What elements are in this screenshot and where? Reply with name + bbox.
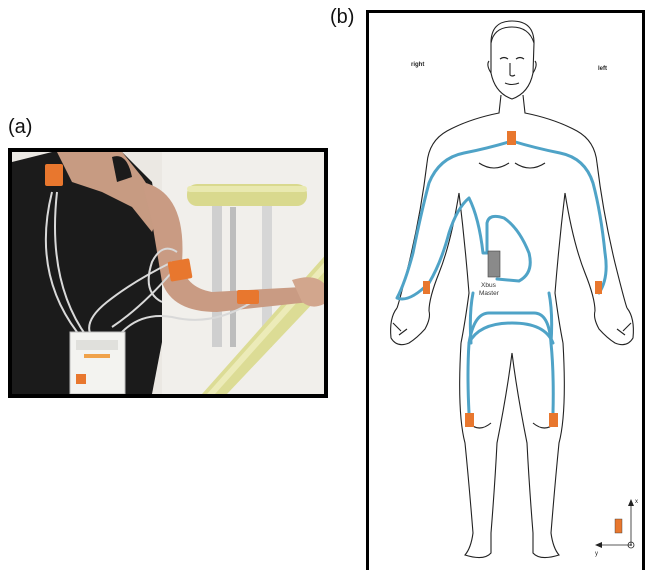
sensor-sternum [507, 131, 516, 145]
panel-a-label: (a) [8, 116, 32, 139]
axis-indicator: x y [595, 499, 638, 557]
xbus-master-box [488, 251, 500, 277]
sensor-right-shank [465, 413, 474, 427]
axis-x-label: x [635, 499, 638, 505]
axis-sensor-icon [615, 519, 622, 533]
sensor-left-shank [549, 413, 558, 427]
sensor-forearm [237, 290, 259, 304]
xbus-master-unit: Xbus Master [479, 251, 500, 297]
sensor-photo [8, 148, 328, 398]
handrail-top [187, 184, 307, 206]
axis-y-label: y [595, 551, 598, 557]
body-diagram-illustration: right left Xbus Master [369, 13, 642, 570]
xbus-label-line2: Master [479, 290, 500, 297]
body-diagram: right left Xbus Master [366, 10, 645, 570]
sensor-photo-illustration [12, 152, 324, 394]
sensor-upper-arm [167, 258, 192, 282]
sensor-shoulder [45, 164, 63, 186]
sensor-left-wrist [595, 281, 602, 294]
xbus-master-box [70, 332, 125, 394]
panel-b-label: (b) [330, 6, 354, 29]
right-side-label: right [411, 62, 424, 68]
left-side-label: left [598, 66, 607, 72]
sensor-cable-network [397, 141, 606, 413]
sensor-right-wrist [423, 281, 430, 294]
xbus-label-line1: Xbus [481, 282, 497, 289]
